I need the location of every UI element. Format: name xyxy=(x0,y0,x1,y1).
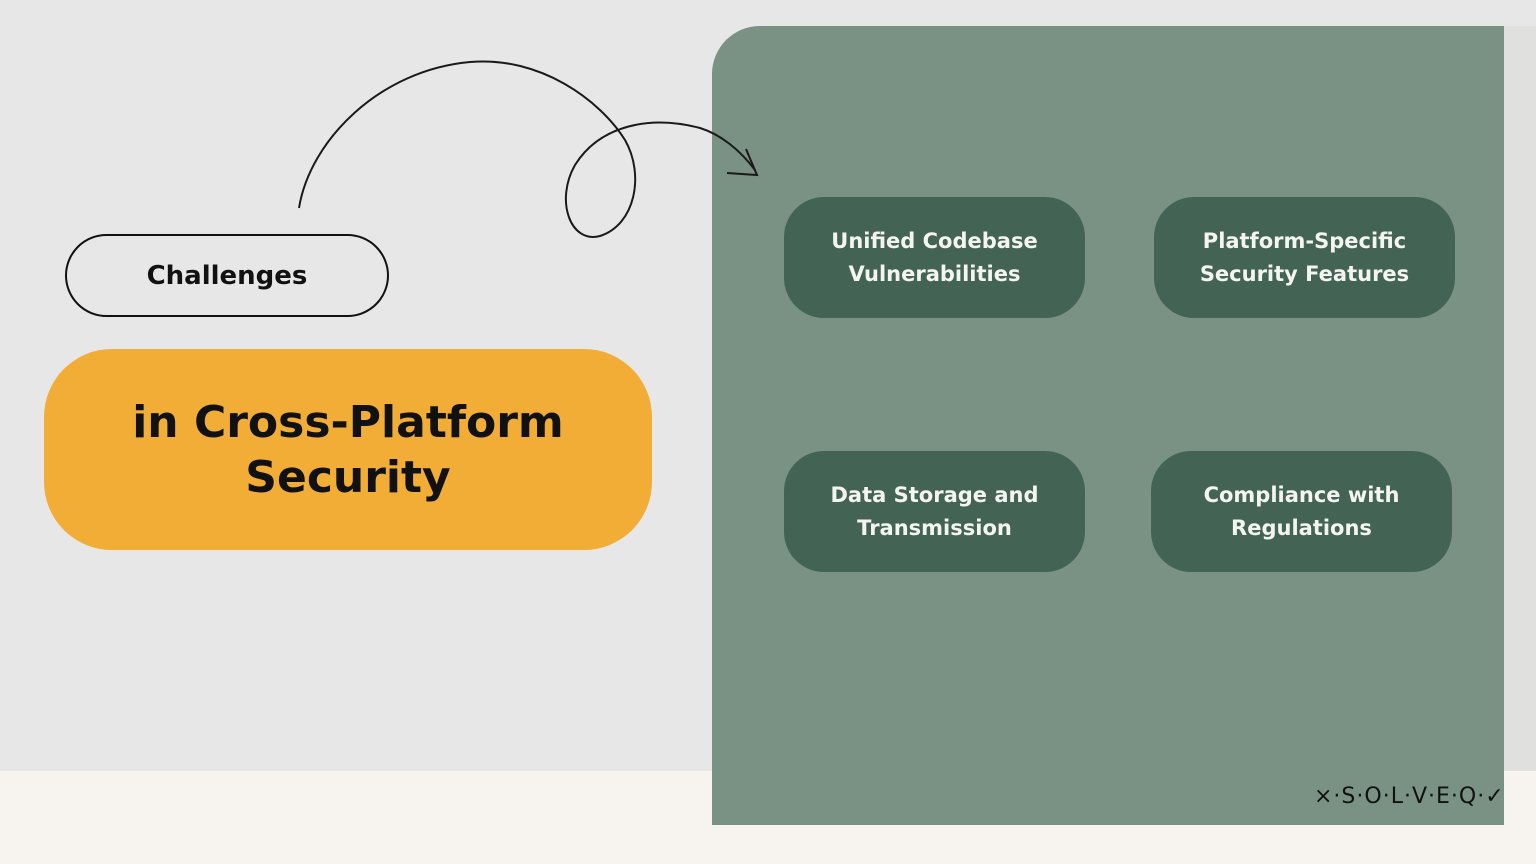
card-label: Platform-Specific Security Features xyxy=(1199,228,1410,286)
card-platform-specific: Platform-Specific Security Features xyxy=(1154,197,1455,318)
card-label: Data Storage and Transmission xyxy=(830,482,1039,540)
challenges-label: Challenges xyxy=(65,234,389,317)
arrow-curve xyxy=(298,60,756,238)
card-compliance: Compliance with Regulations xyxy=(1151,451,1452,572)
card-label: Compliance with Regulations xyxy=(1203,482,1400,540)
card-label: Unified Codebase Vulnerabilities xyxy=(831,228,1038,286)
challenges-panel xyxy=(712,26,1504,825)
title-pill: in Cross-Platform Security xyxy=(44,349,652,550)
title-text: in Cross-Platform Security xyxy=(132,396,564,503)
card-unified-codebase: Unified Codebase Vulnerabilities xyxy=(784,197,1085,318)
solveq-logo: ×·S·O·L·V·E·Q·✓ xyxy=(1314,784,1505,809)
arrow-head xyxy=(726,148,759,177)
right-edge-strip xyxy=(1504,26,1536,771)
card-data-storage: Data Storage and Transmission xyxy=(784,451,1085,572)
